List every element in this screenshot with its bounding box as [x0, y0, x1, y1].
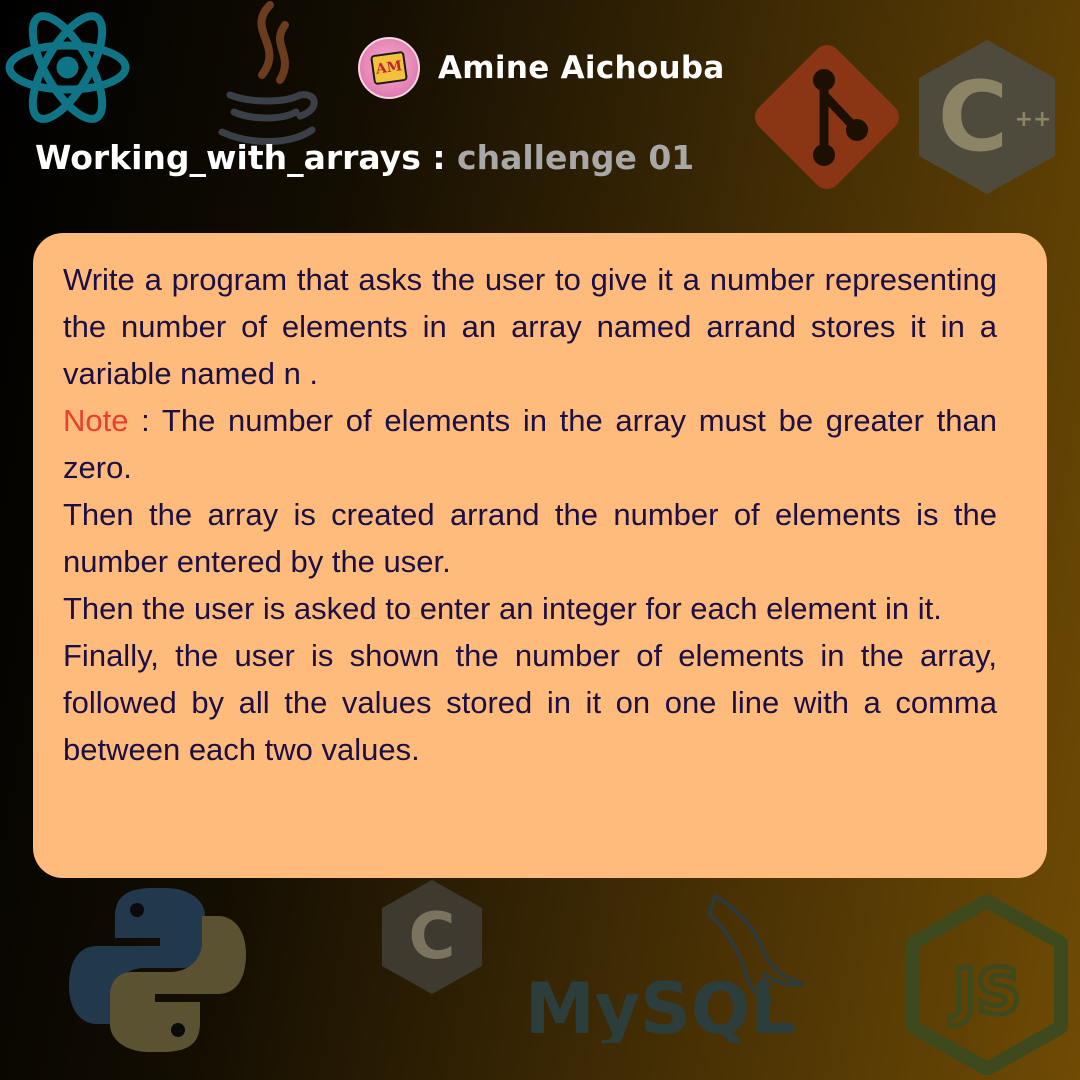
author-header: AM Amine Aichouba [358, 35, 725, 101]
note-text: : The number of elements in the array mu… [63, 403, 997, 485]
paragraph-array-created: Then the array is created arrand the num… [63, 497, 997, 579]
page-title: Working_with_arrays : challenge 01 [35, 138, 694, 177]
paragraph-note: Note : The number of elements in the arr… [63, 397, 997, 491]
author-name: Amine Aichouba [438, 50, 725, 86]
java-logo-icon [218, 1, 318, 145]
paragraph-intro: Write a program that asks the user to gi… [63, 262, 997, 391]
python-logo-icon [69, 888, 246, 1052]
c-logo-icon: C [382, 880, 482, 994]
avatar: AM [358, 37, 420, 99]
js-logo-text: JS [949, 955, 1021, 1028]
mysql-logo-text: MySQL [525, 968, 795, 1043]
c-logo-text: C [409, 900, 456, 974]
nodejs-logo-icon: JS [906, 895, 1068, 1075]
avatar-initials: AM [370, 50, 408, 86]
cpp-logo-icon: C ++ [919, 40, 1055, 194]
cpp-plus-text: ++ [1015, 107, 1052, 132]
title-main: Working_with_arrays : [35, 138, 458, 177]
paragraph-enter-integers: Then the user is asked to enter an integ… [63, 591, 942, 626]
git-logo-icon [755, 45, 899, 189]
cpp-logo-text: C [938, 61, 1008, 173]
mysql-logo-icon: MySQL [525, 893, 804, 1043]
title-subtitle: challenge 01 [457, 138, 695, 177]
react-logo-icon [5, 12, 130, 123]
challenge-card: Write a program that asks the user to gi… [33, 233, 1047, 878]
note-label: Note [63, 403, 129, 438]
paragraph-finally: Finally, the user is shown the number of… [63, 638, 997, 767]
